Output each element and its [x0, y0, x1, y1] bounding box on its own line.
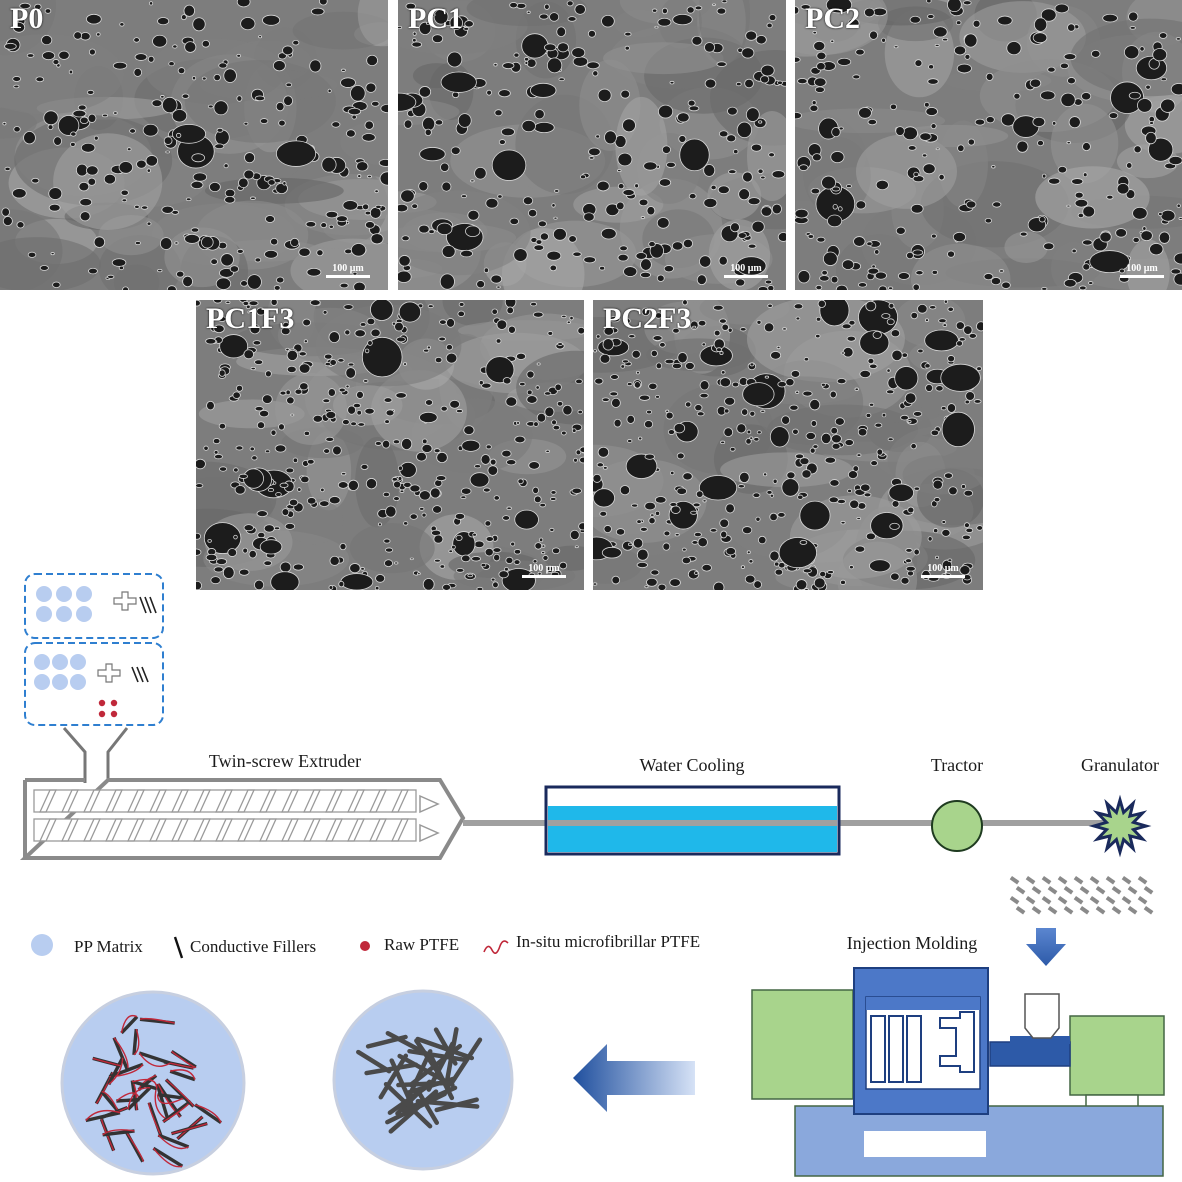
twin-screw-extruder [19, 778, 466, 860]
legend-fillers: Conductive Fillers [190, 937, 316, 956]
scale-bar: 100 μm [1120, 263, 1164, 278]
injection-molding-machine [751, 967, 1165, 1177]
feed-box-2 [24, 642, 164, 726]
extruder-label: Twin-screw Extruder [209, 751, 361, 771]
raw-ptfe-icon [360, 941, 370, 951]
morphology-fillers [332, 989, 514, 1171]
raw-ptfe-icon [98, 699, 118, 718]
scale-bar: 100 μm [522, 563, 566, 578]
down-arrow-icon [1026, 928, 1066, 966]
legend: PP Matrix Conductive Fillers Raw PTFE In… [31, 932, 700, 959]
panel-label: PC2 [805, 2, 860, 35]
sem-panel-p0: P0 100 μm [0, 0, 388, 290]
cooling-label: Water Cooling [639, 755, 744, 775]
filler-icon [173, 936, 184, 959]
plus-icon [97, 663, 121, 683]
sem-image [593, 300, 983, 590]
tractor [931, 800, 983, 852]
injection-label: Injection Molding [847, 933, 977, 953]
legend-pp: PP Matrix [74, 937, 143, 956]
process-schematic: Twin-screw Extruder Water Cooling Tracto… [19, 573, 1165, 1177]
filler-icon [131, 666, 149, 683]
water-cooling-bath [544, 785, 841, 856]
morphology-microfibril [60, 990, 246, 1176]
scale-text: 100 μm [332, 263, 364, 274]
scale-bar: 100 μm [326, 263, 370, 278]
panel-label: PC1 [408, 2, 463, 35]
panel-label: PC2F3 [603, 302, 692, 335]
legend-micro-ptfe: In-situ microfibrillar PTFE [516, 932, 700, 951]
sem-panel-pc2: PC2 100 μm [795, 0, 1182, 290]
pellets [1009, 875, 1154, 915]
hopper [62, 727, 129, 783]
scale-text: 100 μm [927, 563, 959, 574]
scale-text: 100 μm [1126, 263, 1158, 274]
feed-box-1 [24, 573, 164, 639]
granulator-label: Granulator [1081, 755, 1159, 775]
scale-bar: 100 μm [724, 263, 768, 278]
plus-icon [113, 591, 137, 611]
filler-icon [139, 596, 157, 614]
scale-text: 100 μm [730, 263, 762, 274]
sem-image [0, 0, 388, 290]
scale-bar: 100 μm [921, 563, 965, 578]
tractor-label: Tractor [931, 755, 983, 775]
microfibril-icon [483, 940, 509, 954]
nozzle-hopper [1024, 993, 1060, 1039]
scale-text: 100 μm [528, 563, 560, 574]
sem-panel-pc2f3: PC2F3 100 μm [593, 300, 983, 590]
sem-image [398, 0, 786, 290]
legend-raw-ptfe: Raw PTFE [384, 935, 459, 954]
left-arrow-icon [573, 1044, 695, 1112]
sem-panel-pc1f3: PC1F3 100 μm [196, 300, 584, 590]
sem-image [196, 300, 584, 590]
panel-label: PC1F3 [206, 302, 295, 335]
sem-image [795, 0, 1182, 290]
pp-matrix-icon [31, 934, 53, 956]
granulator [1088, 794, 1152, 858]
sem-panel-pc1: PC1 100 μm [398, 0, 786, 290]
panel-label: P0 [10, 2, 44, 35]
